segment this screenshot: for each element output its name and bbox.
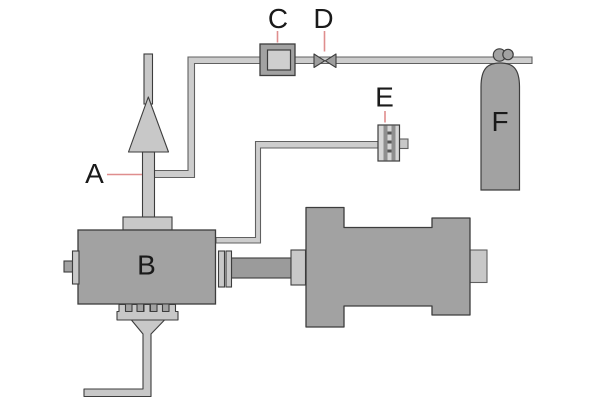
label-d: D — [313, 3, 333, 34]
label-e: E — [375, 82, 394, 113]
left-flange-icon — [71, 250, 80, 285]
motor-shaft-stub-icon — [469, 249, 488, 284]
motor-icon — [305, 206, 488, 328]
flow-meter-icon — [259, 43, 296, 77]
coupling-icon — [290, 249, 307, 286]
stand-foot-icon — [83, 318, 166, 398]
engine-block-icon — [63, 216, 307, 398]
gas-line-pipe — [153, 56, 533, 179]
label-c: C — [268, 3, 288, 34]
label-f: F — [491, 106, 508, 137]
label-a: A — [85, 158, 104, 189]
right-flange-1-icon — [217, 250, 226, 288]
drive-shaft-icon — [230, 257, 292, 279]
leader-lines — [107, 31, 386, 176]
label-b: B — [137, 250, 156, 281]
right-flange-2-icon — [225, 250, 233, 288]
mount-comb-icon — [116, 303, 179, 321]
burner-stack-icon — [127, 53, 170, 219]
sensor-icon — [377, 124, 409, 162]
valve-icon — [313, 53, 337, 69]
gas-cylinder-icon — [480, 48, 521, 191]
left-nub-icon — [63, 260, 74, 273]
